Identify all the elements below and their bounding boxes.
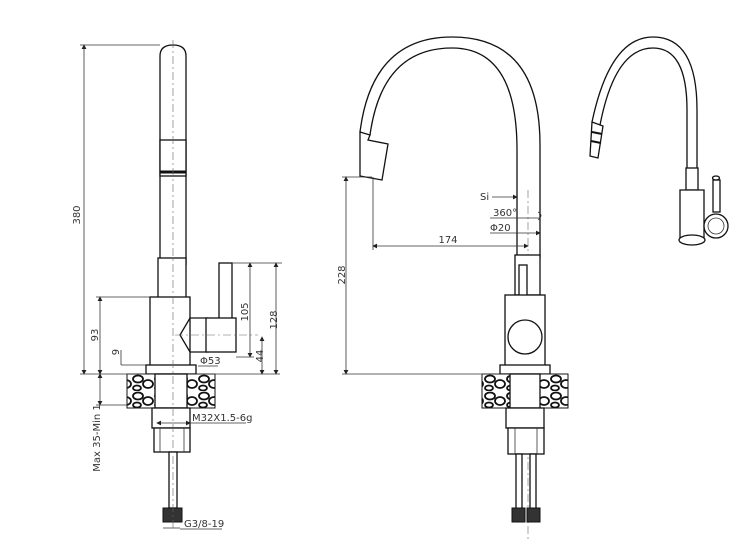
gooseneck-inner [359, 36, 541, 258]
dim-shank-thread: M32X1.5-6g [192, 413, 252, 424]
dim-360: 360° [493, 208, 517, 219]
dim-174: 174 [438, 235, 457, 246]
shank [154, 373, 188, 409]
spray-head [359, 131, 389, 181]
side-view-faucet: 380 93 9 Max 35-Min 1 105 128 44 Φ53 M32… [72, 40, 282, 530]
hose-nut [162, 507, 183, 523]
dim-phi20: Φ20 [490, 223, 511, 234]
shank [509, 373, 541, 409]
gooseneck-outer [369, 47, 518, 258]
mount-nut [153, 427, 191, 453]
handle-knob [507, 319, 543, 355]
hose-right [529, 453, 537, 511]
gooseneck-outer [599, 47, 688, 190]
dim-105: 105 [240, 302, 251, 321]
dim-mount-thickness: Max 35-Min 1 [92, 404, 103, 471]
mount-nut [507, 427, 545, 455]
countertop-right [186, 373, 216, 409]
handle-lever [712, 179, 721, 213]
handle-joint [179, 317, 209, 353]
countertop-right [539, 373, 569, 409]
dim-44: 44 [255, 350, 266, 363]
upper-stem [157, 257, 187, 299]
base-plate [145, 364, 197, 375]
hose-left [515, 453, 523, 511]
perspective-faucet [589, 36, 729, 246]
label-si: Si [480, 192, 489, 203]
body [149, 296, 191, 368]
dim-hose-thread: G3/8-19 [184, 519, 224, 530]
handle-lever [218, 262, 233, 320]
handle-knob [703, 213, 729, 239]
dim-228: 228 [337, 265, 348, 284]
dim-93: 93 [90, 329, 101, 342]
countertop-left [481, 373, 511, 409]
base-plate [499, 364, 551, 375]
spray-head [589, 121, 604, 159]
front-view-faucet: 228 174 Si 360° Φ20 [337, 36, 569, 540]
body [679, 189, 705, 243]
dim-128: 128 [269, 310, 280, 329]
countertop-left [126, 373, 156, 409]
dim-phi53: Φ53 [200, 356, 221, 367]
dim-380: 380 [72, 205, 83, 224]
base [678, 234, 706, 246]
dim-9: 9 [111, 349, 122, 355]
